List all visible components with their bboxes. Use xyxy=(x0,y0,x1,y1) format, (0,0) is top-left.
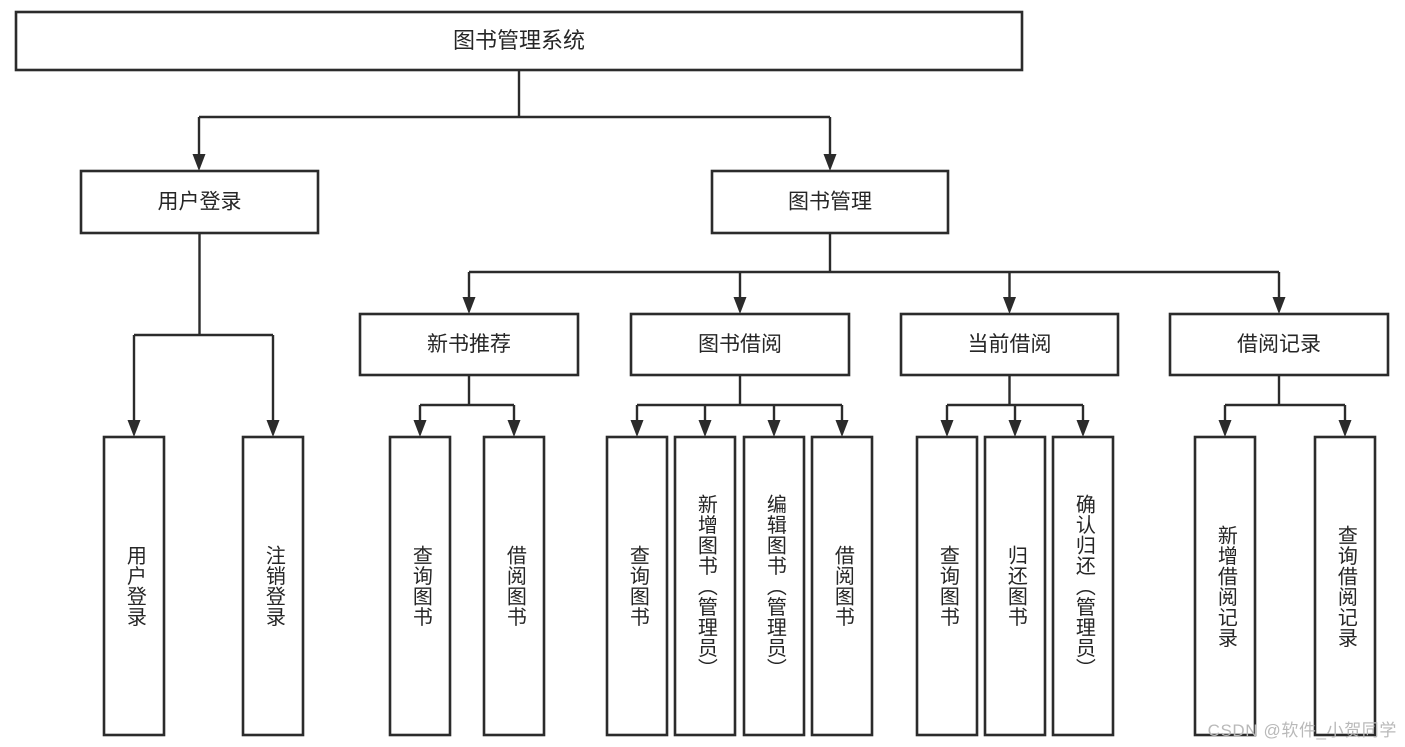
node-box-leaf-add-record[interactable] xyxy=(1193,435,1257,737)
node-box-new-book-recommend[interactable] xyxy=(358,312,580,377)
arrow-leaf-query-record xyxy=(1338,420,1352,437)
node-box-leaf-edit-book[interactable] xyxy=(742,435,806,737)
node-label-book-borrow: 图书借阅 xyxy=(698,333,782,356)
arrow-leaf-query-book-borrow xyxy=(630,420,644,437)
node-box-leaf-query-record[interactable] xyxy=(1313,435,1377,737)
node-user-login[interactable]: 用户登录 xyxy=(79,169,320,235)
node-box-borrow-record[interactable] xyxy=(1168,312,1390,377)
node-box-leaf-return-book[interactable] xyxy=(983,435,1047,737)
node-book-borrow[interactable]: 图书借阅 xyxy=(629,312,851,377)
node-box-user-login[interactable] xyxy=(79,169,320,235)
node-box-leaf-user-login[interactable] xyxy=(102,435,166,737)
node-box-leaf-logout[interactable] xyxy=(241,435,305,737)
node-label-book-manage: 图书管理 xyxy=(788,191,872,214)
arrow-new-book-recommend xyxy=(462,297,476,314)
node-book-manage[interactable]: 图书管理 xyxy=(710,169,950,235)
node-box-leaf-query-book-cur[interactable] xyxy=(915,435,979,737)
connector-bookmanage-to-level3 xyxy=(462,233,1286,314)
node-root[interactable]: 图书管理系统 xyxy=(14,10,1024,72)
watermark-text: CSDN @软件_小贺同学 xyxy=(1207,721,1397,740)
arrow-book-borrow xyxy=(733,297,747,314)
connector-level3-to-leaves xyxy=(127,233,1352,437)
node-label-borrow-record: 借阅记录 xyxy=(1237,333,1321,356)
arrow-leaf-borrow-book xyxy=(835,420,849,437)
arrow-leaf-user-login xyxy=(127,420,141,437)
arrow-leaf-confirm-return xyxy=(1076,420,1090,437)
arrow-leaf-query-book-cur xyxy=(940,420,954,437)
arrow-leaf-return-book xyxy=(1008,420,1022,437)
connector-root-to-level2 xyxy=(192,70,837,171)
arrow-leaf-logout xyxy=(266,420,280,437)
arrow-leaf-add-record xyxy=(1218,420,1232,437)
arrow-borrow-record xyxy=(1272,297,1286,314)
arrow-leaf-borrow-book-rec xyxy=(507,420,521,437)
arrow-leaf-add-book xyxy=(698,420,712,437)
node-label-current-borrow: 当前借阅 xyxy=(968,333,1052,356)
node-current-borrow[interactable]: 当前借阅 xyxy=(899,312,1120,377)
node-box-leaf-query-book-rec[interactable] xyxy=(388,435,452,737)
node-box-leaf-confirm-return[interactable] xyxy=(1051,435,1115,737)
node-box-leaf-borrow-book[interactable] xyxy=(810,435,874,737)
node-box-current-borrow[interactable] xyxy=(899,312,1120,377)
arrow-current-borrow xyxy=(1003,297,1016,314)
arrow-leaf-query-book-rec xyxy=(413,420,427,437)
node-box-leaf-query-book-borrow[interactable] xyxy=(605,435,669,737)
node-box-leaf-borrow-book-rec[interactable] xyxy=(482,435,546,737)
node-new-book-recommend[interactable]: 新书推荐 xyxy=(358,312,580,377)
node-label-user-login: 用户登录 xyxy=(158,191,242,214)
node-label-root: 图书管理系统 xyxy=(453,28,585,53)
node-box-leaf-add-book[interactable] xyxy=(673,435,737,737)
node-box-book-borrow[interactable] xyxy=(629,312,851,377)
node-box-book-manage[interactable] xyxy=(710,169,950,235)
arrow-leaf-edit-book xyxy=(767,420,781,437)
node-borrow-record[interactable]: 借阅记录 xyxy=(1168,312,1390,377)
node-label-new-book-recommend: 新书推荐 xyxy=(427,333,511,356)
